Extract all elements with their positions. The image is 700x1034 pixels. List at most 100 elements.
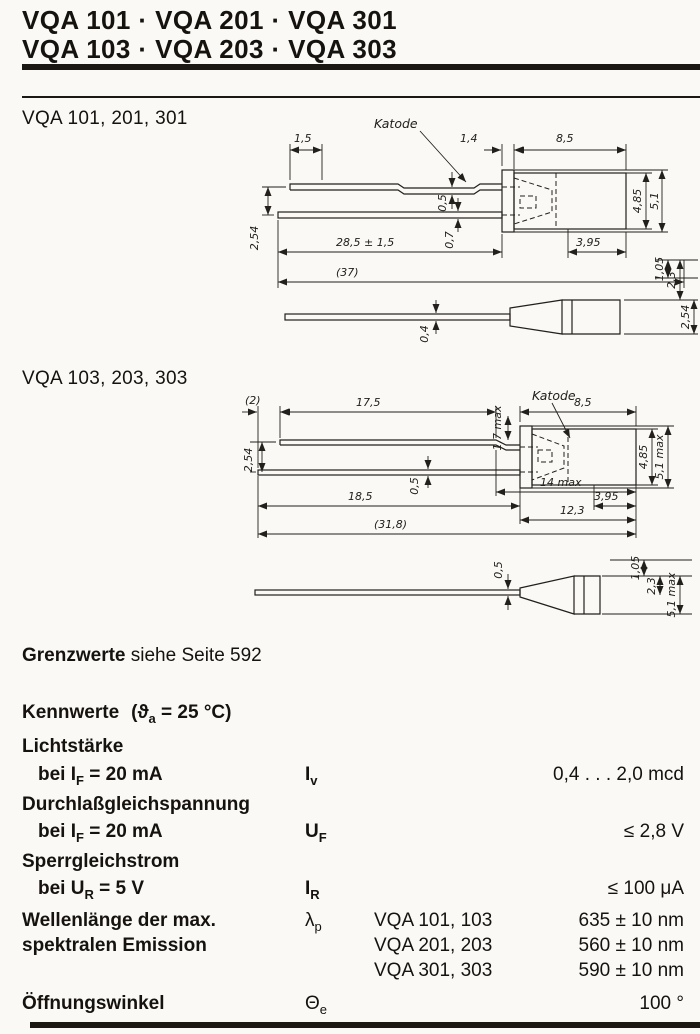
kennwerte-condition: (ϑa = 25 °C)	[131, 702, 232, 726]
drawing1-title: VQA 101, 201, 301	[22, 108, 188, 129]
param-condition: bei IF = 20 mA	[38, 821, 163, 845]
drawing1-figure: 1,5 Katode 1,4 8,5 4,85 5,1 0,5	[248, 116, 698, 343]
param-symbol: Iv	[305, 764, 318, 788]
cond-post: = 20 mA	[83, 764, 163, 785]
param-group-label: Öffnungswinkel	[22, 993, 165, 1014]
section-rule	[22, 96, 700, 98]
param-reverse-row: bei UR = 5 V IR ≤ 100 μA	[22, 878, 684, 902]
param-symbol: IR	[305, 878, 320, 902]
drawing2-title: VQA 103, 203, 303	[22, 368, 188, 389]
param-types: VQA 201, 203	[374, 935, 493, 956]
dim-label-cap-length: 14 max	[540, 476, 582, 489]
cond-pre: bei U	[38, 878, 85, 899]
dim-label-flange-width: 1,4	[460, 132, 478, 145]
grenzwerte-text: siehe Seite 592	[130, 645, 262, 666]
dim-label-inner-length: 12,3	[560, 504, 585, 517]
dim-label-body-height-inner: 4,85	[631, 189, 644, 214]
param-reverse-group: Sperrgleichstrom	[22, 851, 684, 873]
sym-sub: R	[310, 886, 320, 902]
header-rule	[22, 64, 700, 70]
dim-label-lead-length: 28,5 ± 1,5	[336, 236, 394, 249]
param-group-label: Sperrgleichstrom	[22, 851, 180, 872]
dim-label-step-2: 2,3	[665, 271, 678, 289]
param-value: 0,4 . . . 2,0 mcd	[553, 764, 684, 785]
footer-rule	[30, 1022, 700, 1028]
dim-label-body-tail-2: 3,95	[594, 490, 619, 503]
param-wavelength-row-1: Wellenlänge der max. λp VQA 101, 103 635…	[22, 910, 685, 934]
drawing1-bottom-view	[284, 299, 621, 335]
param-value: ≤ 100 μA	[607, 878, 684, 899]
katode-label-2: Katode	[532, 388, 576, 403]
param-luminous-row: bei IF = 20 mA Iv 0,4 . . . 2,0 mcd	[22, 764, 684, 788]
grenzwerte-label: Grenzwerte	[22, 645, 126, 666]
dim-label-lead-width-bottom-2: 0,5	[492, 561, 505, 579]
param-types: VQA 101, 103	[374, 910, 493, 931]
dim-label-kink-height: 1,7 max	[491, 405, 504, 450]
param-symbol: UF	[305, 821, 327, 845]
dim-label-cone-width-2: 5,1 max	[665, 572, 678, 617]
kennwerte-cond-post: = 25 °C)	[155, 702, 232, 723]
param-condition: bei IF = 20 mA	[38, 764, 163, 788]
dim-label-body-height-outer-2: 5,1 max	[653, 434, 666, 479]
sym-main: U	[305, 821, 319, 842]
dim-label-overall-length-2: (31,8)	[374, 518, 407, 531]
param-symbol: Θe	[305, 993, 327, 1017]
title-line-2: VQA 103 · VQA 203 · VQA 303	[22, 34, 397, 65]
cond-post: = 20 mA	[83, 821, 163, 842]
grenzwerte-note: Grenzwerte siehe Seite 592	[22, 645, 262, 667]
dim-label-overall-length: (37)	[336, 266, 359, 279]
drawing2-side-view	[257, 425, 637, 489]
sym-sub: p	[314, 918, 322, 934]
dim-label-lead-straight: 17,5	[356, 396, 381, 409]
param-forward-row: bei IF = 20 mA UF ≤ 2,8 V	[22, 821, 684, 845]
dim-label-lead-offset-2: (2)	[245, 394, 261, 407]
katode-label: Katode	[374, 116, 418, 131]
sym-main: I	[305, 878, 311, 899]
dim-label-cone-width: 2,54	[679, 305, 692, 330]
param-value: 590 ± 10 nm	[578, 960, 685, 981]
param-condition: bei UR = 5 V	[38, 878, 144, 902]
param-value: 100 °	[639, 993, 684, 1014]
cond-sub: F	[76, 772, 84, 788]
drawing1-side-view	[277, 169, 627, 233]
dim-label-lead-width-bottom: 0,4	[418, 325, 431, 343]
dim-label-lead-pitch-2: 2,54	[242, 448, 255, 473]
drawing2-dimensions: Katode (2) 17,5 1,7 max 8,5 2,54 0,5	[242, 388, 692, 617]
param-types: VQA 301, 303	[374, 960, 493, 981]
sym-main: λ	[305, 910, 315, 931]
kennwerte-cond-sub: a	[148, 710, 156, 726]
dim-label-body-tail: 3,95	[576, 236, 601, 249]
dim-label-body-height-inner-2: 4,85	[637, 445, 650, 470]
cond-sub: F	[76, 829, 84, 845]
cond-sub: R	[84, 886, 94, 902]
dim-label-lead-offset: 1,5	[294, 132, 312, 145]
drawing2-figure: Katode (2) 17,5 1,7 max 8,5 2,54 0,5	[242, 388, 692, 617]
param-value: ≤ 2,8 V	[623, 821, 684, 842]
kennwerte-heading: Kennwerte(ϑa = 25 °C)	[22, 702, 231, 726]
sym-sub: v	[310, 772, 318, 788]
kennwerte-cond-pre: (ϑ	[131, 702, 149, 723]
dim-label-body-length: 8,5	[556, 132, 574, 145]
dim-label-lead-thickness-2: 0,5	[408, 477, 421, 495]
param-forward-group: Durchlaßgleichspannung	[22, 794, 684, 816]
param-group-label: Wellenlänge der max.	[22, 910, 216, 931]
dim-label-step-2-2: 2,3	[645, 577, 658, 595]
param-wavelength-row-2: spektralen Emission VQA 201, 203 560 ± 1…	[22, 935, 684, 957]
param-symbol: λp	[305, 910, 322, 934]
drawing2-bottom-view	[254, 575, 601, 615]
param-luminous-group: Lichtstärke	[22, 736, 684, 758]
page-header: VQA 101 · VQA 201 · VQA 301 VQA 103 · VQ…	[22, 5, 397, 65]
sym-main: I	[305, 764, 311, 785]
dim-label-step-1: 1,05	[653, 257, 666, 282]
sym-main: Θ	[305, 993, 320, 1014]
param-group-label: Durchlaßgleichspannung	[22, 794, 251, 815]
dim-label-lead-length-2: 18,5	[348, 490, 373, 503]
sym-sub: e	[319, 1001, 328, 1017]
dim-label-lead-thickness-bottom: 0,7	[443, 231, 456, 249]
dim-label-step-1-2: 1,05	[629, 556, 642, 581]
cond-pre: bei I	[38, 764, 77, 785]
param-value: 635 ± 10 nm	[578, 910, 685, 931]
dim-label-body-length-2: 8,5	[574, 396, 592, 409]
cond-pre: bei I	[38, 821, 77, 842]
